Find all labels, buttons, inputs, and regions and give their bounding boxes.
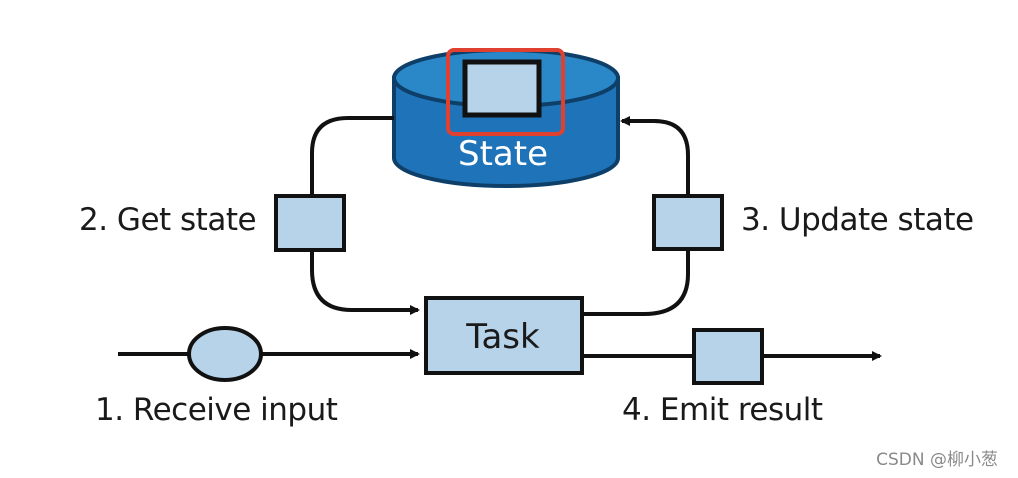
- task-box: [424, 296, 584, 375]
- state-record-box: [462, 59, 542, 118]
- update-state-label: 3. Update state: [741, 202, 974, 238]
- update-state-record: [652, 194, 724, 251]
- emit-result-label: 4. Emit result: [622, 392, 823, 428]
- receive-input-label: 1. Receive input: [95, 392, 338, 428]
- state-label: State: [458, 134, 548, 174]
- task-label: Task: [465, 317, 540, 357]
- highlight-box: [446, 48, 565, 136]
- result-record: [692, 328, 764, 385]
- get-state-record: [274, 194, 346, 252]
- input-event: [187, 326, 263, 382]
- get-state-label: 2. Get state: [79, 202, 256, 238]
- update-state-path: [584, 116, 690, 316]
- watermark: CSDN @柳小葱: [876, 450, 998, 470]
